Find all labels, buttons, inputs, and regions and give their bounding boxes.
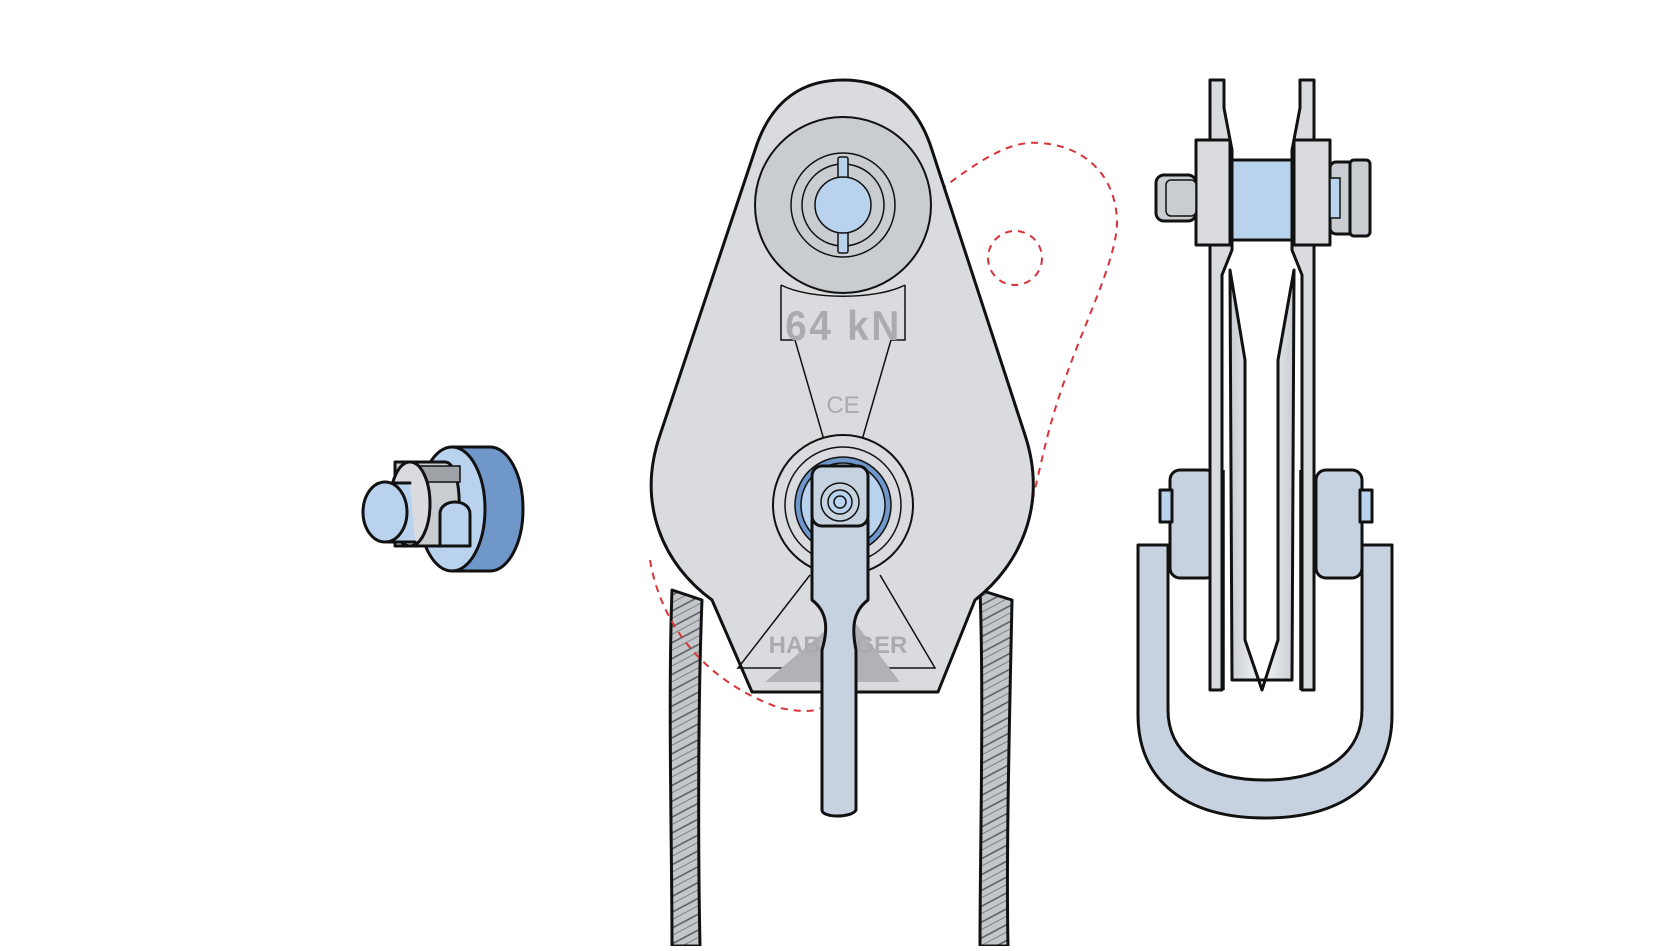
load-rating-label: 64 kN bbox=[785, 301, 902, 349]
wire-rope-right bbox=[978, 588, 1014, 948]
shackle-side-view-icon bbox=[1136, 78, 1394, 820]
open-position-outline bbox=[649, 141, 1119, 712]
pulley-block-icon: 64 kN CE HABEGGER bbox=[649, 78, 1035, 818]
ce-mark: CE bbox=[826, 392, 859, 419]
pin-icon bbox=[361, 445, 525, 573]
